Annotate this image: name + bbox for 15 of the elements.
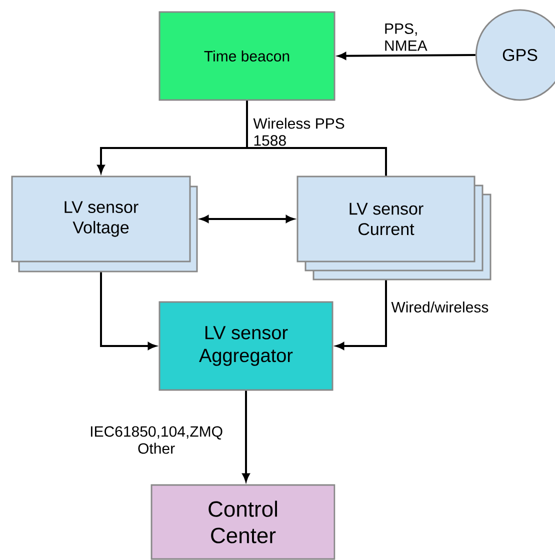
arrow [336,280,387,350]
stacked-box: LV sensor Voltage [11,176,198,272]
edge-label: IEC61850,104,ZMQ Other [90,426,222,454]
arrow [200,215,294,223]
arrow [338,52,476,60]
arrow [242,390,250,482]
ellipse-node: GPS [475,9,555,101]
stacked-box: LV sensor Current [296,176,492,280]
edge-label: PPS, NMEA [385,23,428,51]
edge-label: Wireless PPS 1588 [253,118,344,146]
process-box: LV sensor Aggregator [158,301,334,391]
edge-label: Wired/wireless [391,302,488,312]
arrow [100,272,156,350]
process-box: Time beacon [158,11,336,101]
process-box: Control Center [150,484,336,560]
